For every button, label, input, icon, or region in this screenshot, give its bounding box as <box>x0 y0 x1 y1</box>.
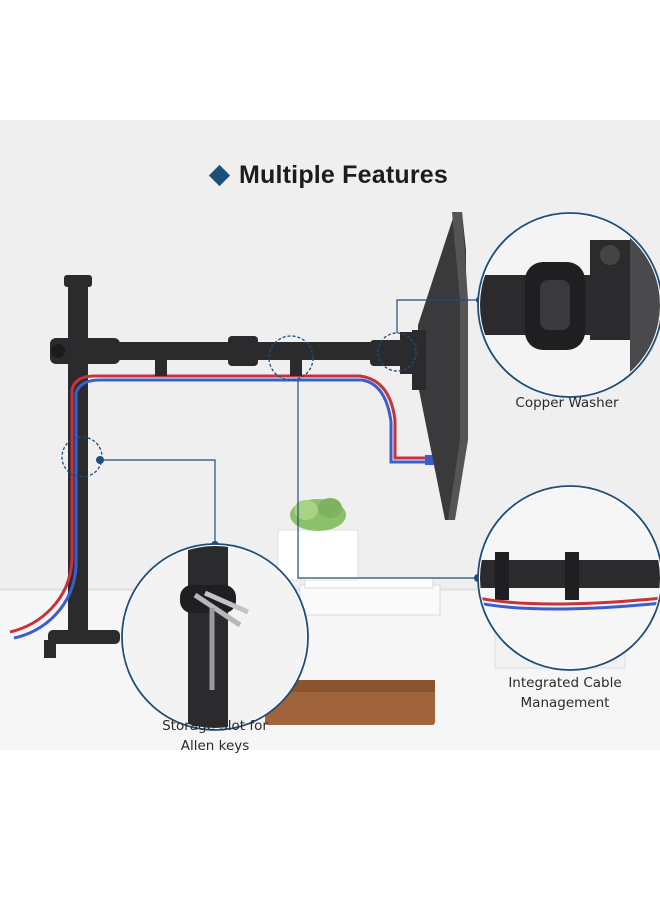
monitor <box>412 212 468 520</box>
mount-arm <box>50 332 418 376</box>
books <box>299 577 441 616</box>
zoom-storage-slot <box>121 543 309 731</box>
zoom-cable-management <box>477 485 660 671</box>
cable-blue <box>13 378 430 640</box>
caption-copper-washer-text: Copper Washer <box>515 395 619 411</box>
connector-cable <box>297 380 478 579</box>
diamond-icon <box>208 164 231 186</box>
caption-storage-line1: Storage Slot for <box>162 718 268 734</box>
plant-pot <box>277 498 359 581</box>
caption-storage-slot: Storage Slot for Allen keys <box>140 716 290 756</box>
title-text: Multiple Features <box>239 160 448 189</box>
caption-cable-line1: Integrated Cable <box>508 675 622 691</box>
leather-pouch <box>265 680 435 725</box>
connector-washer <box>396 299 480 333</box>
product-photo <box>0 120 660 750</box>
caption-storage-line2: Allen keys <box>180 738 250 754</box>
connector-slot <box>100 459 216 545</box>
cable-red <box>9 374 430 634</box>
zoom-copper-washer <box>477 212 660 398</box>
caption-cable-management: Integrated Cable Management <box>490 673 640 713</box>
section-title: Multiple Features <box>0 160 660 190</box>
caption-copper-washer: Copper Washer <box>492 393 642 413</box>
caption-cable-line2: Management <box>520 695 610 711</box>
